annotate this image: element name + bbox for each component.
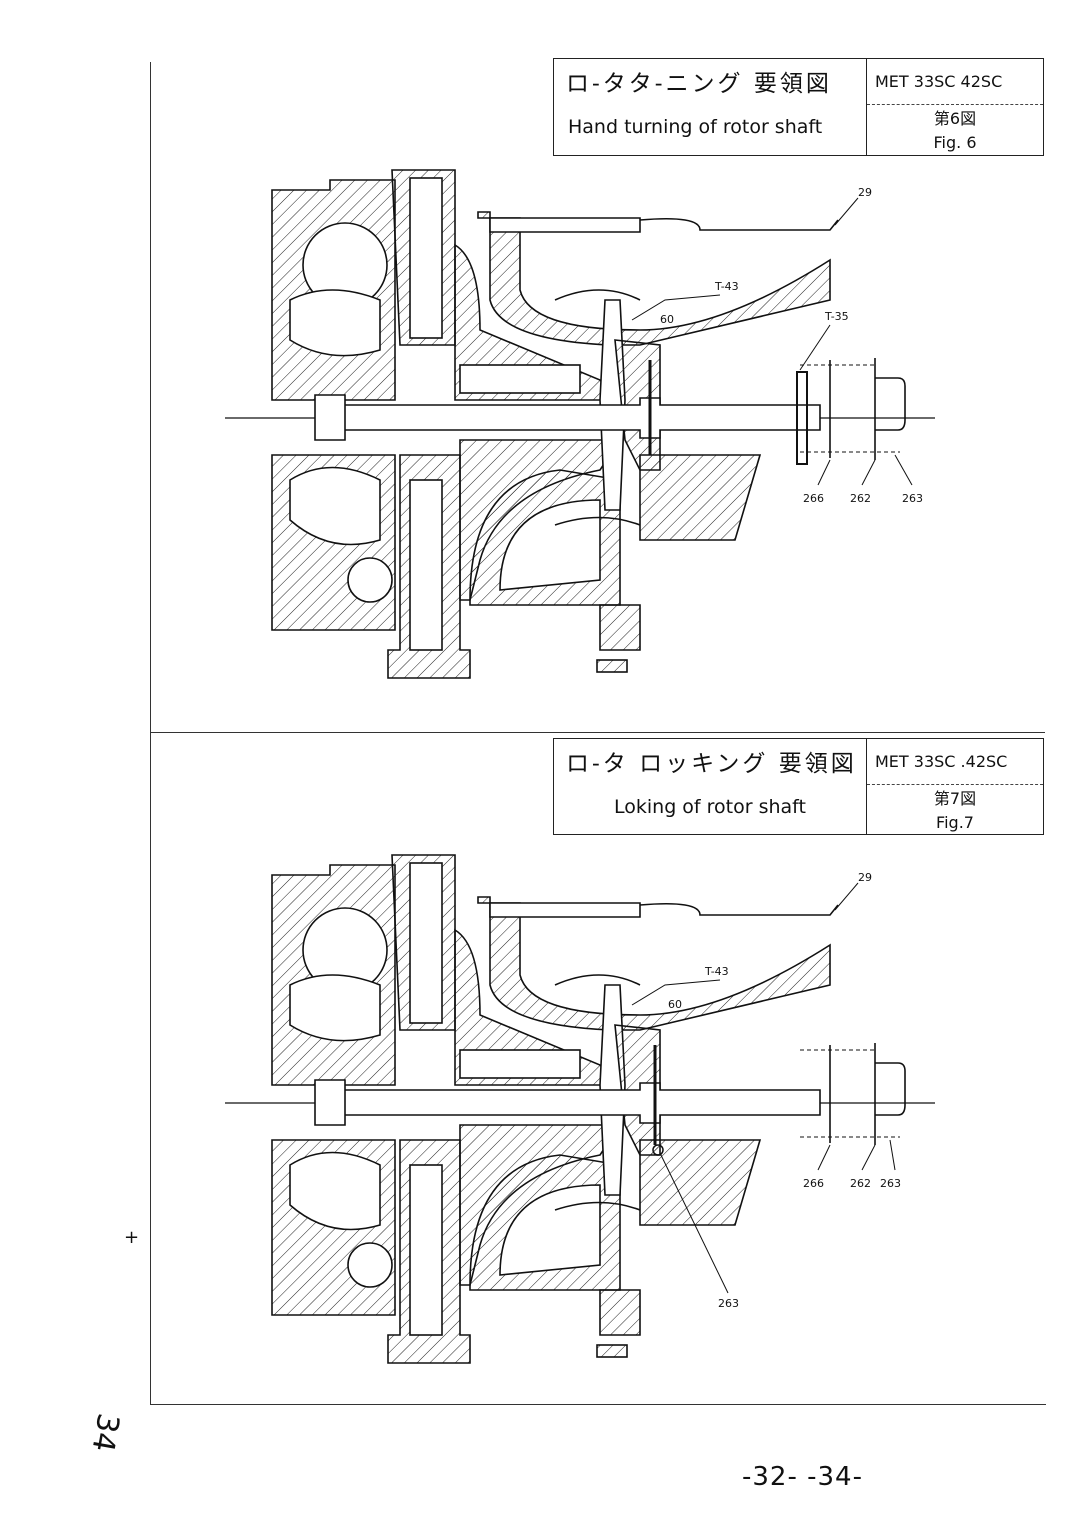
title-jp: ロ-タタ-ニング 要領図 — [566, 71, 832, 97]
label-t43: T-43 — [714, 280, 739, 293]
figure-number-jp: 第7図 — [933, 789, 977, 808]
margin-note: 34 — [84, 1410, 126, 1455]
label-266: 266 — [803, 492, 824, 505]
turning-tool-t35 — [796, 371, 808, 465]
figure-divider — [150, 732, 1045, 733]
label-263: 263 — [880, 1177, 901, 1190]
rotor-hand-turning-drawing: 29 T-43 60 T-35 266 262 263 — [225, 169, 935, 679]
page-frame — [150, 62, 1046, 1405]
margin-mark: + — [124, 1227, 140, 1248]
page-number: -32- -34- — [742, 1462, 863, 1492]
title-en: Hand turning of rotor shaft — [568, 116, 823, 138]
label-262: 262 — [850, 492, 871, 505]
title-block-fig7: ロ-タ ロッキング 要領図 Loking of rotor shaft MET … — [553, 738, 1044, 835]
label-29: 29 — [858, 186, 872, 199]
label-263: 263 — [902, 492, 923, 505]
title-block-fig6: ロ-タタ-ニング 要領図 Hand turning of rotor shaft… — [553, 58, 1044, 156]
label-263-lock: 263 — [718, 1297, 739, 1310]
label-t35: T-35 — [824, 310, 849, 323]
label-60: 60 — [668, 998, 682, 1011]
rotor-locking-drawing: 29 T-43 60 266 262 263 263 — [225, 854, 935, 1364]
model-number: MET 33SC .42SC — [867, 739, 1043, 785]
model-number: MET 33SC 42SC — [867, 59, 1043, 105]
label-60: 60 — [660, 313, 674, 326]
figure-number-en: Fig.7 — [936, 813, 974, 832]
label-29: 29 — [858, 871, 872, 884]
label-262: 262 — [850, 1177, 871, 1190]
label-266: 266 — [803, 1177, 824, 1190]
figure-number-en: Fig. 6 — [933, 133, 977, 152]
title-jp: ロ-タ ロッキング 要領図 — [566, 751, 857, 777]
label-t43: T-43 — [704, 965, 729, 978]
title-en: Loking of rotor shaft — [614, 796, 806, 818]
figure-number-jp: 第6図 — [933, 109, 977, 128]
